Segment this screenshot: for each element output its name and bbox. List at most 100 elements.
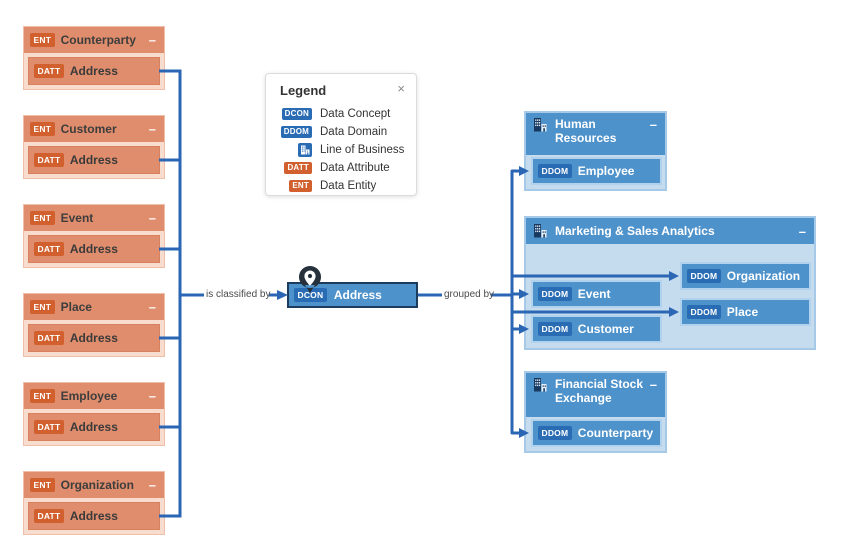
entity-header[interactable]: ENT Counterparty – xyxy=(24,27,164,53)
legend-item-data-concept: DCON Data Concept xyxy=(266,105,416,123)
datt-badge: DATT xyxy=(34,242,64,256)
legend-item-data-entity: ENT Data Entity xyxy=(266,177,416,195)
data-attribute-address[interactable]: DATT Address xyxy=(28,324,160,352)
attribute-label: Address xyxy=(69,242,118,256)
ent-badge: ENT xyxy=(30,211,55,225)
entity-header[interactable]: ENT Customer – xyxy=(24,116,164,142)
collapse-button[interactable]: – xyxy=(148,121,156,137)
entity-body: DATT Address xyxy=(24,231,164,267)
ent-badge: ENT xyxy=(289,180,312,192)
datt-badge: DATT xyxy=(284,162,312,174)
ddom-badge: DDOM xyxy=(687,269,721,283)
legend-panel: Legend × DCON Data Concept DDOM Data Dom… xyxy=(265,73,417,196)
close-icon[interactable]: × xyxy=(397,81,405,96)
ddom-badge: DDOM xyxy=(538,426,572,440)
datt-badge: DATT xyxy=(34,420,64,434)
entity-body: DATT Address xyxy=(24,53,164,89)
ent-badge: ENT xyxy=(30,389,55,403)
lob-header[interactable]: Financial Stock Exchange – xyxy=(526,373,665,417)
collapse-button[interactable]: – xyxy=(148,210,156,226)
legend-item-label: Data Domain xyxy=(320,126,388,138)
data-concept-address[interactable]: DCON Address xyxy=(287,282,418,308)
data-attribute-address[interactable]: DATT Address xyxy=(28,57,160,85)
data-domain-event[interactable]: DDOM Event xyxy=(531,280,662,308)
line-of-business-icon xyxy=(534,224,547,238)
collapse-button[interactable]: – xyxy=(148,388,156,404)
ent-badge: ENT xyxy=(30,122,55,136)
lob-marketing-sales-analytics[interactable]: Marketing & Sales Analytics – DDOM Event… xyxy=(524,216,816,350)
lob-title: Marketing & Sales Analytics xyxy=(555,224,715,238)
edge-line xyxy=(510,169,520,435)
entity-header[interactable]: ENT Organization – xyxy=(24,472,164,498)
legend-item-line-of-business: Line of Business xyxy=(266,141,416,159)
attribute-label: Address xyxy=(69,331,118,345)
lob-header[interactable]: Marketing & Sales Analytics – xyxy=(526,218,814,244)
entity-body: DATT Address xyxy=(24,142,164,178)
domain-label: Organization xyxy=(726,269,801,283)
domain-label: Counterparty xyxy=(577,426,654,440)
entity-title: Customer xyxy=(60,122,117,136)
location-pin-icon xyxy=(298,266,321,293)
lob-header[interactable]: Human Resources – xyxy=(526,113,665,155)
ent-badge: ENT xyxy=(30,33,55,47)
collapse-button[interactable]: – xyxy=(148,477,156,493)
collapse-button[interactable]: – xyxy=(148,32,156,48)
entity-title: Employee xyxy=(60,389,118,403)
ddom-badge: DDOM xyxy=(538,287,572,301)
collapse-button[interactable]: – xyxy=(649,117,657,132)
concept-label: Address xyxy=(333,288,382,302)
datt-badge: DATT xyxy=(34,331,64,345)
data-attribute-address[interactable]: DATT Address xyxy=(28,413,160,441)
collapse-button[interactable]: – xyxy=(148,299,156,315)
line-of-business-icon xyxy=(298,143,312,157)
domain-label: Customer xyxy=(577,322,634,336)
entity-group-employee[interactable]: ENT Employee – DATT Address xyxy=(23,382,165,446)
data-domain-counterparty[interactable]: DDOM Counterparty xyxy=(531,419,662,447)
dcon-badge: DCON xyxy=(294,288,327,302)
collapse-button[interactable]: – xyxy=(798,224,806,239)
attribute-label: Address xyxy=(69,64,118,78)
data-domain-customer[interactable]: DDOM Customer xyxy=(531,315,662,343)
entity-title: Counterparty xyxy=(60,33,136,47)
entity-group-place[interactable]: ENT Place – DATT Address xyxy=(23,293,165,357)
domain-label: Employee xyxy=(577,164,635,178)
entity-title: Event xyxy=(60,211,94,225)
entity-body: DATT Address xyxy=(24,498,164,534)
entity-group-organization[interactable]: ENT Organization – DATT Address xyxy=(23,471,165,535)
dcon-badge: DCON xyxy=(281,108,312,120)
edge-label-is-classified-by: is classified by xyxy=(206,289,271,300)
data-attribute-address[interactable]: DATT Address xyxy=(28,146,160,174)
legend-item-label: Line of Business xyxy=(320,144,405,156)
lob-human-resources[interactable]: Human Resources – DDOM Employee xyxy=(524,111,667,191)
ddom-badge: DDOM xyxy=(687,305,721,319)
entity-group-counterparty[interactable]: ENT Counterparty – DATT Address xyxy=(23,26,165,90)
entity-body: DATT Address xyxy=(24,409,164,445)
datt-badge: DATT xyxy=(34,509,64,523)
legend-title: Legend xyxy=(280,83,327,98)
entity-header[interactable]: ENT Employee – xyxy=(24,383,164,409)
data-attribute-address[interactable]: DATT Address xyxy=(28,235,160,263)
data-attribute-address[interactable]: DATT Address xyxy=(28,502,160,530)
entity-body: DATT Address xyxy=(24,320,164,356)
ent-badge: ENT xyxy=(30,478,55,492)
legend-item-label: Data Attribute xyxy=(320,162,390,174)
attribute-label: Address xyxy=(69,153,118,167)
ddom-badge: DDOM xyxy=(538,322,572,336)
ddom-badge: DDOM xyxy=(538,164,572,178)
entity-title: Organization xyxy=(60,478,134,492)
data-domain-place[interactable]: DDOM Place xyxy=(680,298,811,326)
entity-header[interactable]: ENT Event – xyxy=(24,205,164,231)
entity-group-event[interactable]: ENT Event – DATT Address xyxy=(23,204,165,268)
domain-label: Event xyxy=(577,287,611,301)
data-domain-employee[interactable]: DDOM Employee xyxy=(531,157,662,185)
lob-financial-stock-exchange[interactable]: Financial Stock Exchange – DDOM Counterp… xyxy=(524,371,667,453)
datt-badge: DATT xyxy=(34,153,64,167)
entity-group-customer[interactable]: ENT Customer – DATT Address xyxy=(23,115,165,179)
collapse-button[interactable]: – xyxy=(649,377,657,392)
lob-title: Human Resources xyxy=(555,117,617,145)
data-domain-organization[interactable]: DDOM Organization xyxy=(680,262,811,290)
legend-item-data-attribute: DATT Data Attribute xyxy=(266,159,416,177)
entity-header[interactable]: ENT Place – xyxy=(24,294,164,320)
lob-title: Financial Stock Exchange xyxy=(555,377,644,405)
